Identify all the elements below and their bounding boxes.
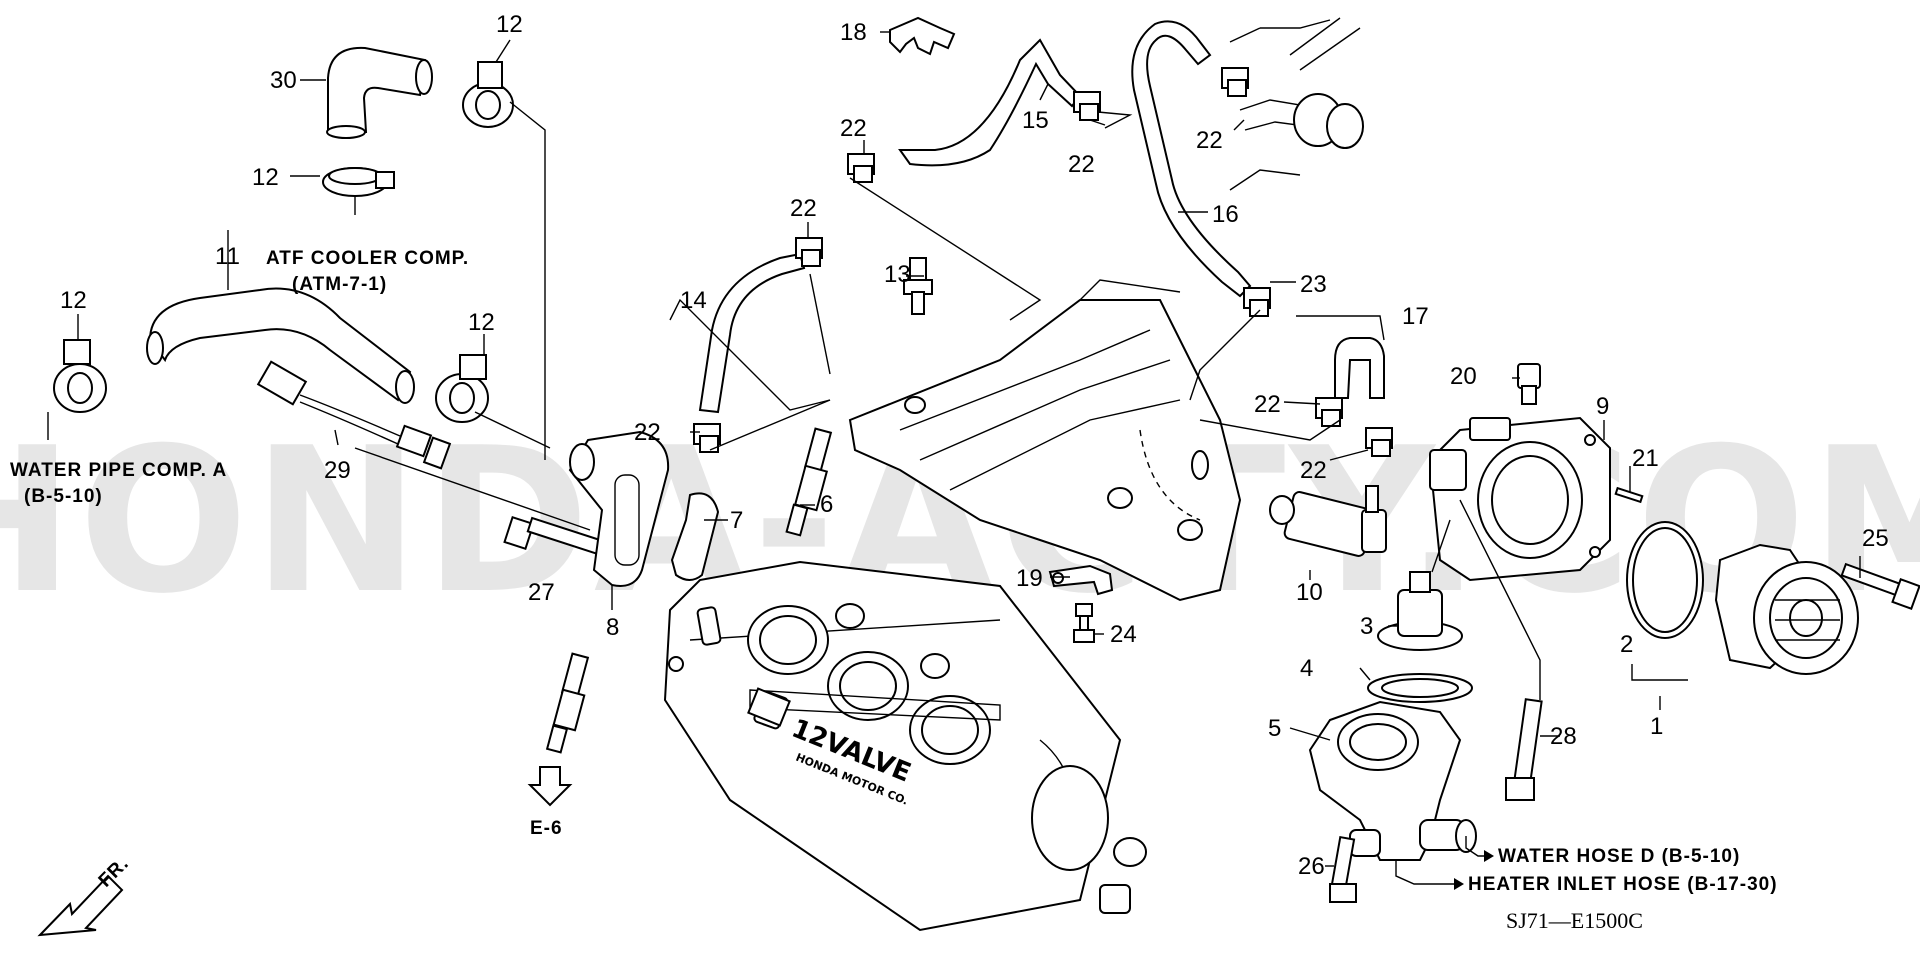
hose-15[interactable] [898, 38, 1082, 167]
label-22-d[interactable]: 22 [1068, 151, 1095, 178]
bolt-26[interactable] [1329, 835, 1357, 903]
label-19[interactable]: 19 [1016, 565, 1043, 592]
hose-14[interactable] [698, 252, 806, 414]
label-22-f[interactable]: 22 [1254, 391, 1281, 418]
engine-cover [663, 560, 1147, 932]
bolt-28[interactable] [1505, 698, 1543, 801]
label-21[interactable]: 21 [1632, 445, 1659, 472]
down-arrow-icon [527, 766, 573, 807]
thermostat-3[interactable] [1377, 571, 1463, 651]
leader-lines [47, 27, 1861, 885]
label-18[interactable]: 18 [840, 19, 867, 46]
label-22-g[interactable]: 22 [1300, 457, 1327, 484]
label-8[interactable]: 8 [606, 614, 619, 641]
label-24[interactable]: 24 [1110, 621, 1137, 648]
water-hose-d-label[interactable]: WATER HOSE D (B-5-10) [1498, 846, 1740, 867]
clip-19[interactable] [1048, 564, 1114, 596]
arrow-water-hose-icon [1484, 850, 1494, 862]
front-direction-arrow-icon [37, 874, 124, 937]
cap-20[interactable] [1517, 363, 1541, 405]
label-17[interactable]: 17 [1402, 303, 1429, 330]
label-12-middle[interactable]: 12 [252, 164, 279, 191]
pipe-assembly [1229, 17, 1364, 191]
label-30[interactable]: 30 [270, 67, 297, 94]
clamp-12-left[interactable] [53, 339, 107, 413]
label-2[interactable]: 2 [1620, 631, 1633, 658]
pin-21[interactable] [1614, 486, 1644, 504]
gasket-7[interactable] [670, 492, 720, 581]
atf-cooler-ref[interactable]: (ATM-7-1) [292, 274, 387, 295]
label-1[interactable]: 1 [1650, 713, 1663, 740]
label-25[interactable]: 25 [1862, 525, 1889, 552]
label-10[interactable]: 10 [1296, 579, 1323, 606]
clamp-23[interactable] [1243, 287, 1271, 317]
bolt-24[interactable] [1073, 603, 1095, 643]
clamp-22-e[interactable] [1221, 67, 1249, 97]
heater-inlet-label[interactable]: HEATER INLET HOSE (B-17-30) [1468, 874, 1778, 895]
label-5[interactable]: 5 [1268, 715, 1281, 742]
hose-30[interactable] [326, 46, 433, 139]
clamp-12-middle[interactable] [322, 167, 395, 197]
bolt-25[interactable] [1840, 562, 1920, 610]
clamp-12-right[interactable] [435, 354, 489, 423]
intake-manifold [848, 279, 1242, 602]
label-20[interactable]: 20 [1450, 363, 1477, 390]
label-3[interactable]: 3 [1360, 613, 1373, 640]
label-23[interactable]: 23 [1300, 271, 1327, 298]
water-pump-2[interactable] [1714, 543, 1859, 675]
label-27[interactable]: 27 [528, 579, 555, 606]
clamp-22-a[interactable] [847, 153, 875, 183]
clamp-22-g[interactable] [1365, 427, 1393, 457]
arrow-heater-hose-icon [1454, 878, 1464, 890]
hose-16[interactable] [1131, 20, 1252, 298]
label-26[interactable]: 26 [1298, 853, 1325, 880]
label-12-right[interactable]: 12 [468, 309, 495, 336]
sensor-29[interactable] [256, 360, 452, 470]
solenoid-valve-10[interactable] [1269, 485, 1387, 557]
clamp-12-top[interactable] [462, 61, 514, 128]
honda-logo-icon [747, 687, 791, 727]
clamp-22-d[interactable] [1073, 91, 1101, 121]
label-22-e[interactable]: 22 [1196, 127, 1223, 154]
label-14[interactable]: 14 [680, 287, 707, 314]
label-6[interactable]: 6 [820, 491, 833, 518]
label-11[interactable]: 11 [215, 243, 240, 270]
atf-cooler-label[interactable]: ATF COOLER COMP. [266, 248, 469, 269]
section-ref-label[interactable]: E-6 [530, 818, 563, 839]
spark-plug-lower[interactable] [545, 652, 590, 754]
label-29[interactable]: 29 [324, 457, 351, 484]
throttle-body-9[interactable] [1428, 416, 1611, 582]
diagram-code: SJ71—E1500C [1506, 908, 1643, 933]
label-9[interactable]: 9 [1596, 393, 1609, 420]
label-13[interactable]: 13 [884, 261, 911, 288]
hose-17[interactable] [1334, 337, 1385, 399]
label-16[interactable]: 16 [1212, 201, 1239, 228]
label-12-left[interactable]: 12 [60, 287, 87, 314]
water-pipe-ref[interactable]: (B-5-10) [24, 486, 103, 507]
label-7[interactable]: 7 [730, 507, 743, 534]
label-12-top[interactable]: 12 [496, 11, 523, 38]
label-22-a[interactable]: 22 [840, 115, 867, 142]
hose-11[interactable] [146, 287, 415, 404]
clamp-22-f[interactable] [1315, 397, 1343, 427]
label-22-b[interactable]: 22 [790, 195, 817, 222]
label-15[interactable]: 15 [1022, 107, 1049, 134]
label-22-c[interactable]: 22 [634, 419, 661, 446]
label-4[interactable]: 4 [1300, 655, 1313, 682]
label-28[interactable]: 28 [1550, 723, 1577, 750]
clamp-22-b[interactable] [795, 237, 823, 267]
thermostat-housing-5[interactable] [1308, 700, 1477, 861]
sensor-13[interactable] [903, 257, 933, 315]
clip-18[interactable] [889, 16, 956, 56]
spark-plug-6[interactable] [785, 427, 833, 537]
water-pipe-label[interactable]: WATER PIPE COMP. A [10, 460, 227, 481]
